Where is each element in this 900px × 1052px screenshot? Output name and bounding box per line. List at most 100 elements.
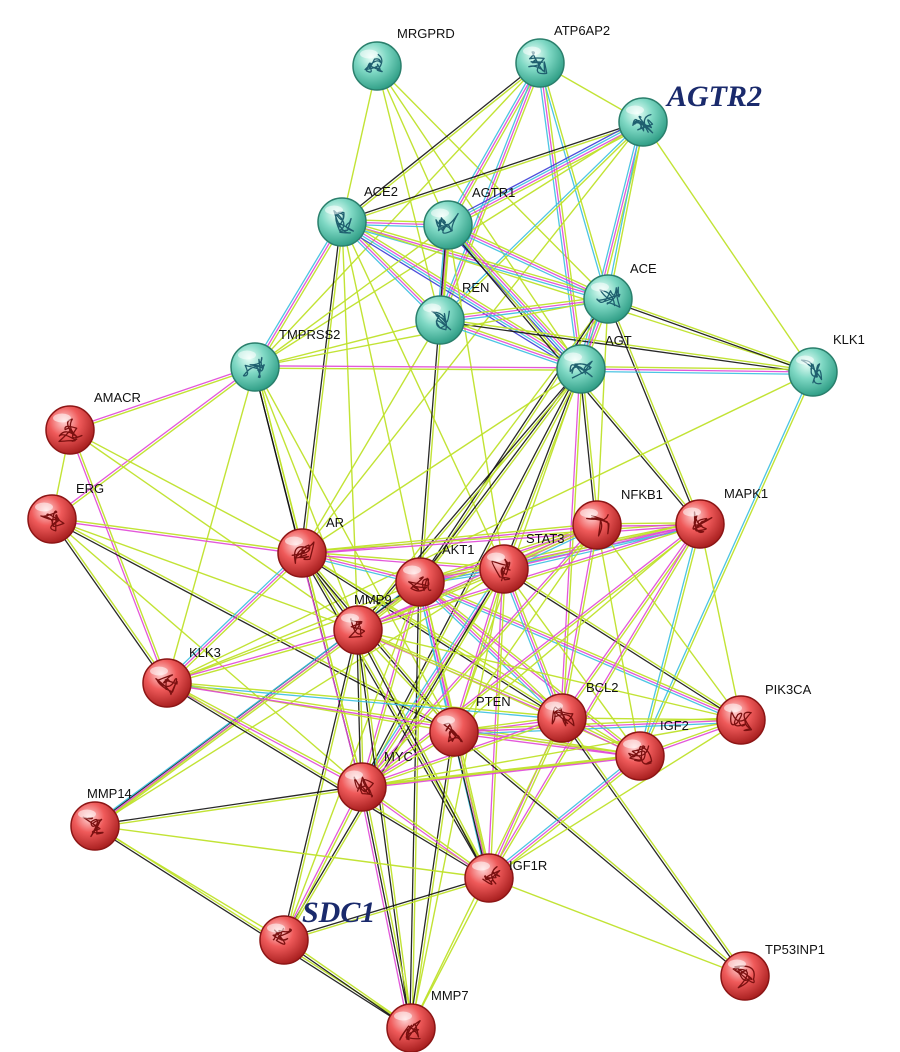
node-bcl2[interactable]: BCL2 <box>537 680 619 743</box>
node-shine <box>345 770 363 780</box>
node-atp6ap2[interactable]: ATP6AP2 <box>515 23 610 88</box>
node-label-erg: ERG <box>76 481 104 496</box>
node-agtr2[interactable]: AGTR2 <box>618 80 762 147</box>
node-label-klk1: KLK1 <box>833 332 865 347</box>
node-shine <box>683 507 701 517</box>
node-erg[interactable]: ERG <box>27 481 104 544</box>
node-ace[interactable]: ACE <box>583 261 657 324</box>
edge-line-textmining <box>640 372 815 757</box>
edge-line-textmining <box>342 63 542 224</box>
edge-line-databases <box>487 753 639 877</box>
edge-line-textmining <box>420 579 743 719</box>
node-bubble-akt1[interactable] <box>395 557 445 607</box>
edge-line-textmining <box>51 518 359 631</box>
edge-line-textmining <box>562 369 583 719</box>
edge-nfkb1-pik3ca <box>596 524 742 721</box>
node-tp53inp1[interactable]: TP53INP1 <box>720 942 825 1001</box>
edge-tmprss2-klk3 <box>166 366 256 684</box>
protein-structure-icon <box>58 418 83 443</box>
edge-agt-nfkb1 <box>579 368 599 526</box>
edge-line-experiments <box>357 523 597 630</box>
edge-line-experiments <box>447 224 609 300</box>
edge-klk3-bcl2 <box>166 681 563 720</box>
edge-line-textmining <box>343 218 584 367</box>
edge-line-experiments <box>360 523 597 787</box>
node-tmprss2[interactable]: TMPRSS2 <box>230 327 340 392</box>
node-agt[interactable]: AGT <box>556 333 632 394</box>
node-mapk1[interactable]: MAPK1 <box>675 486 768 549</box>
node-label-tp53inp1: TP53INP1 <box>765 942 825 957</box>
node-bubble-tp53inp1[interactable] <box>720 951 770 1001</box>
edge-line-textmining <box>358 629 413 1028</box>
edge-line-experiments <box>580 121 644 370</box>
edge-ace-mapk1 <box>606 298 702 525</box>
edge-line-textmining <box>358 525 598 632</box>
node-mrgprd[interactable]: MRGPRD <box>352 26 455 91</box>
node-shine <box>580 508 598 518</box>
edge-line-neighborhood <box>445 118 642 223</box>
edge-mmp9-sdc1 <box>282 629 360 941</box>
node-bubble-pik3ca[interactable] <box>716 695 766 745</box>
edge-line-databases <box>359 567 503 787</box>
node-stat3[interactable]: STAT3 <box>479 531 565 594</box>
edge-line-textmining <box>642 121 814 373</box>
node-ren[interactable]: REN <box>415 280 489 345</box>
edge-line-databases <box>437 61 539 320</box>
node-sdc1[interactable]: SDC1 <box>259 896 375 965</box>
node-igf2[interactable]: IGF2 <box>615 718 689 781</box>
node-igf1r[interactable]: IGF1R <box>464 853 547 903</box>
edge-line-experiments <box>452 568 504 732</box>
node-bubble-klk3[interactable] <box>142 658 192 708</box>
edge-line-textmining <box>284 569 506 941</box>
edge-line-textmining <box>505 567 565 718</box>
node-shine <box>796 355 814 365</box>
node-ar[interactable]: AR <box>277 515 344 578</box>
node-myc[interactable]: MYC <box>337 749 413 812</box>
edge-line-textmining <box>341 221 814 373</box>
edge-atp6ap2-tmprss2 <box>254 62 541 368</box>
node-mmp14[interactable]: MMP14 <box>70 786 132 851</box>
edge-myc-pik3ca <box>361 719 742 788</box>
node-label-mrgprd: MRGPRD <box>397 26 455 41</box>
edge-line-textmining <box>358 628 563 718</box>
node-bubble-klk1[interactable] <box>788 347 838 397</box>
node-shine <box>423 303 441 313</box>
node-mmp9[interactable]: MMP9 <box>333 592 392 655</box>
node-shine <box>591 282 609 292</box>
protein-structure-icon <box>431 310 452 331</box>
edge-ace2-ace <box>341 219 609 302</box>
edge-ren-tmprss2 <box>254 319 441 368</box>
edge-stat3-pten <box>452 568 506 733</box>
node-akt1[interactable]: AKT1 <box>395 542 475 607</box>
node-amacr[interactable]: AMACR <box>45 390 141 455</box>
node-pik3ca[interactable]: PIK3CA <box>716 682 812 745</box>
edge-mmp14-igf1r <box>94 825 490 879</box>
node-klk3[interactable]: KLK3 <box>142 645 221 708</box>
edge-line-coexpression <box>282 629 358 940</box>
edge-line-coexpression <box>579 369 597 526</box>
edge-stat3-pik3ca <box>503 567 742 722</box>
edge-line-textmining <box>256 222 345 369</box>
node-shine <box>238 350 256 360</box>
edge-line-experiments <box>539 62 582 370</box>
node-bubble-mmp9[interactable] <box>333 605 383 655</box>
edge-pten-mmp7 <box>409 731 456 1029</box>
edge-tmprss2-erg <box>50 365 257 521</box>
edge-line-experiments <box>282 786 362 940</box>
edge-mapk1-bcl2 <box>560 522 702 720</box>
node-mmp7[interactable]: MMP7 <box>386 988 469 1052</box>
edge-atp6ap2-ace <box>538 62 610 300</box>
edge-igf1r-mmp7 <box>410 877 490 1029</box>
node-agtr1[interactable]: AGTR1 <box>423 185 515 250</box>
node-ace2[interactable]: ACE2 <box>317 184 398 247</box>
edge-myc-sdc1 <box>282 786 364 941</box>
edge-line-textmining <box>358 369 583 632</box>
node-shine <box>285 536 303 546</box>
node-klk1[interactable]: KLK1 <box>788 332 865 397</box>
node-pten[interactable]: PTEN <box>429 694 511 757</box>
edge-line-textmining <box>439 295 608 319</box>
node-nfkb1[interactable]: NFKB1 <box>572 487 663 550</box>
node-bubble-nfkb1[interactable] <box>572 500 622 550</box>
edge-line-textmining <box>581 368 599 525</box>
edge-line-coexpression <box>94 826 411 1030</box>
